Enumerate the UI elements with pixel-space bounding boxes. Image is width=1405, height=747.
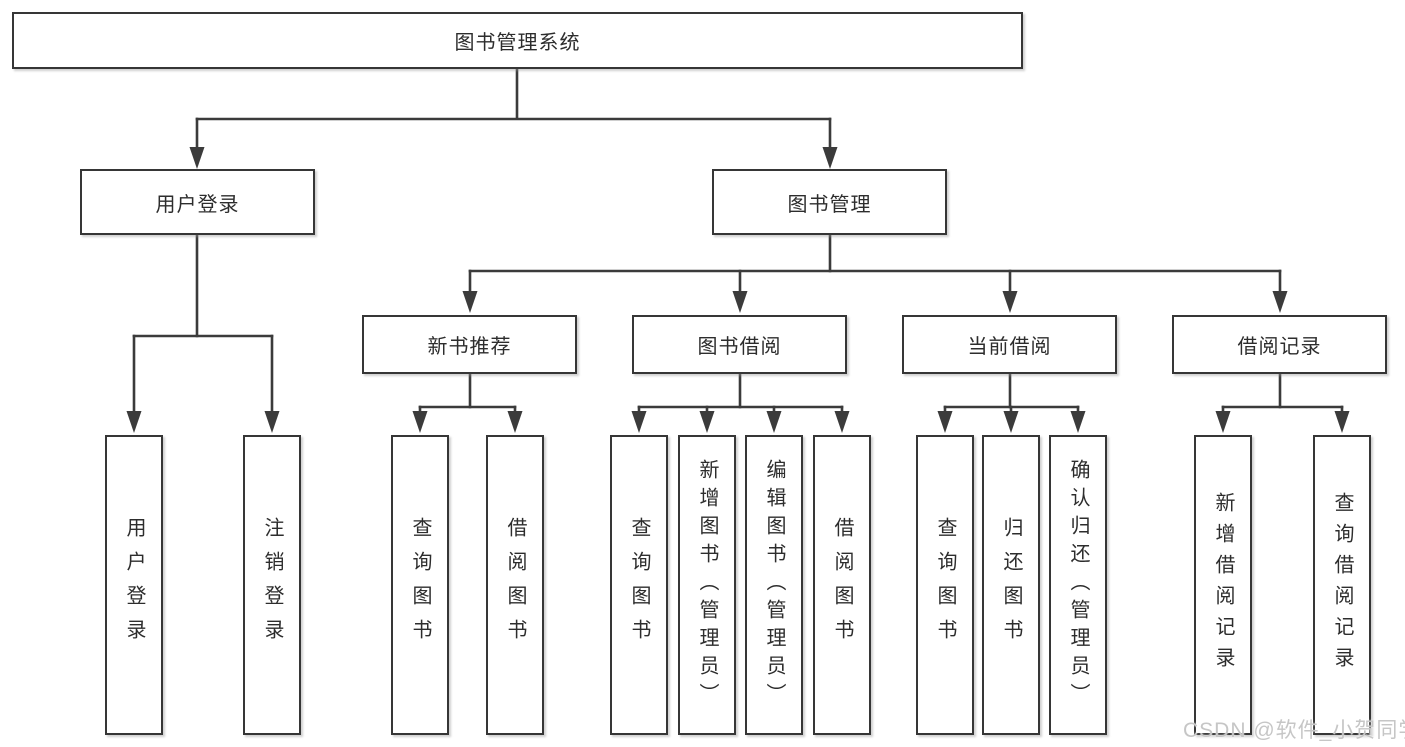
node-label: 借阅图书 — [831, 517, 853, 653]
node-confirm-return-admin: 确认归还（管理员） — [1049, 435, 1107, 735]
node-current-borrowing: 当前借阅 — [902, 315, 1117, 374]
node-add-book-admin: 新增图书（管理员） — [678, 435, 736, 735]
node-new-book-recommendation: 新书推荐 — [362, 315, 577, 374]
node-label: 用户登录 — [123, 517, 145, 653]
node-borrowing-records: 借阅记录 — [1172, 315, 1387, 374]
node-book-management: 图书管理 — [712, 169, 947, 235]
node-borrow-books-2: 借阅图书 — [813, 435, 871, 735]
node-label: 当前借阅 — [967, 336, 1052, 358]
node-label: 查询图书 — [409, 517, 431, 653]
node-label: 用户登录 — [155, 193, 240, 216]
node-label: 编辑图书（管理员） — [763, 459, 785, 711]
node-label: 图书管理 — [787, 193, 872, 216]
node-borrow-books-1: 借阅图书 — [486, 435, 544, 735]
node-book-borrowing: 图书借阅 — [632, 315, 847, 374]
node-label: 查询图书 — [628, 517, 650, 653]
node-user-login-leaf: 用户登录 — [105, 435, 163, 735]
node-logout: 注销登录 — [243, 435, 301, 735]
watermark: CSDN @软件_小贺同学 — [1183, 719, 1405, 742]
node-label: 注销登录 — [261, 517, 283, 653]
node-add-borrow-record: 新增借阅记录 — [1194, 435, 1252, 735]
node-library-management-system: 图书管理系统 — [12, 12, 1023, 69]
node-user-login: 用户登录 — [80, 169, 315, 235]
node-query-books-3: 查询图书 — [916, 435, 974, 735]
node-label: 图书管理系统 — [454, 32, 581, 54]
node-label: 新书推荐 — [427, 336, 512, 358]
node-label: 查询图书 — [934, 517, 956, 653]
node-return-books: 归还图书 — [982, 435, 1040, 735]
node-query-borrow-record: 查询借阅记录 — [1313, 435, 1371, 735]
node-label: 图书借阅 — [697, 336, 782, 358]
node-label: 新增图书（管理员） — [696, 459, 718, 711]
node-query-books-2: 查询图书 — [610, 435, 668, 735]
node-label: 新增借阅记录 — [1212, 492, 1234, 678]
node-label: 借阅记录 — [1237, 336, 1322, 358]
node-label: 确认归还（管理员） — [1067, 459, 1089, 711]
node-label: 查询借阅记录 — [1331, 492, 1353, 678]
node-label: 归还图书 — [1000, 517, 1022, 653]
node-label: 借阅图书 — [504, 517, 526, 653]
node-edit-book-admin: 编辑图书（管理员） — [745, 435, 803, 735]
node-query-books-1: 查询图书 — [391, 435, 449, 735]
